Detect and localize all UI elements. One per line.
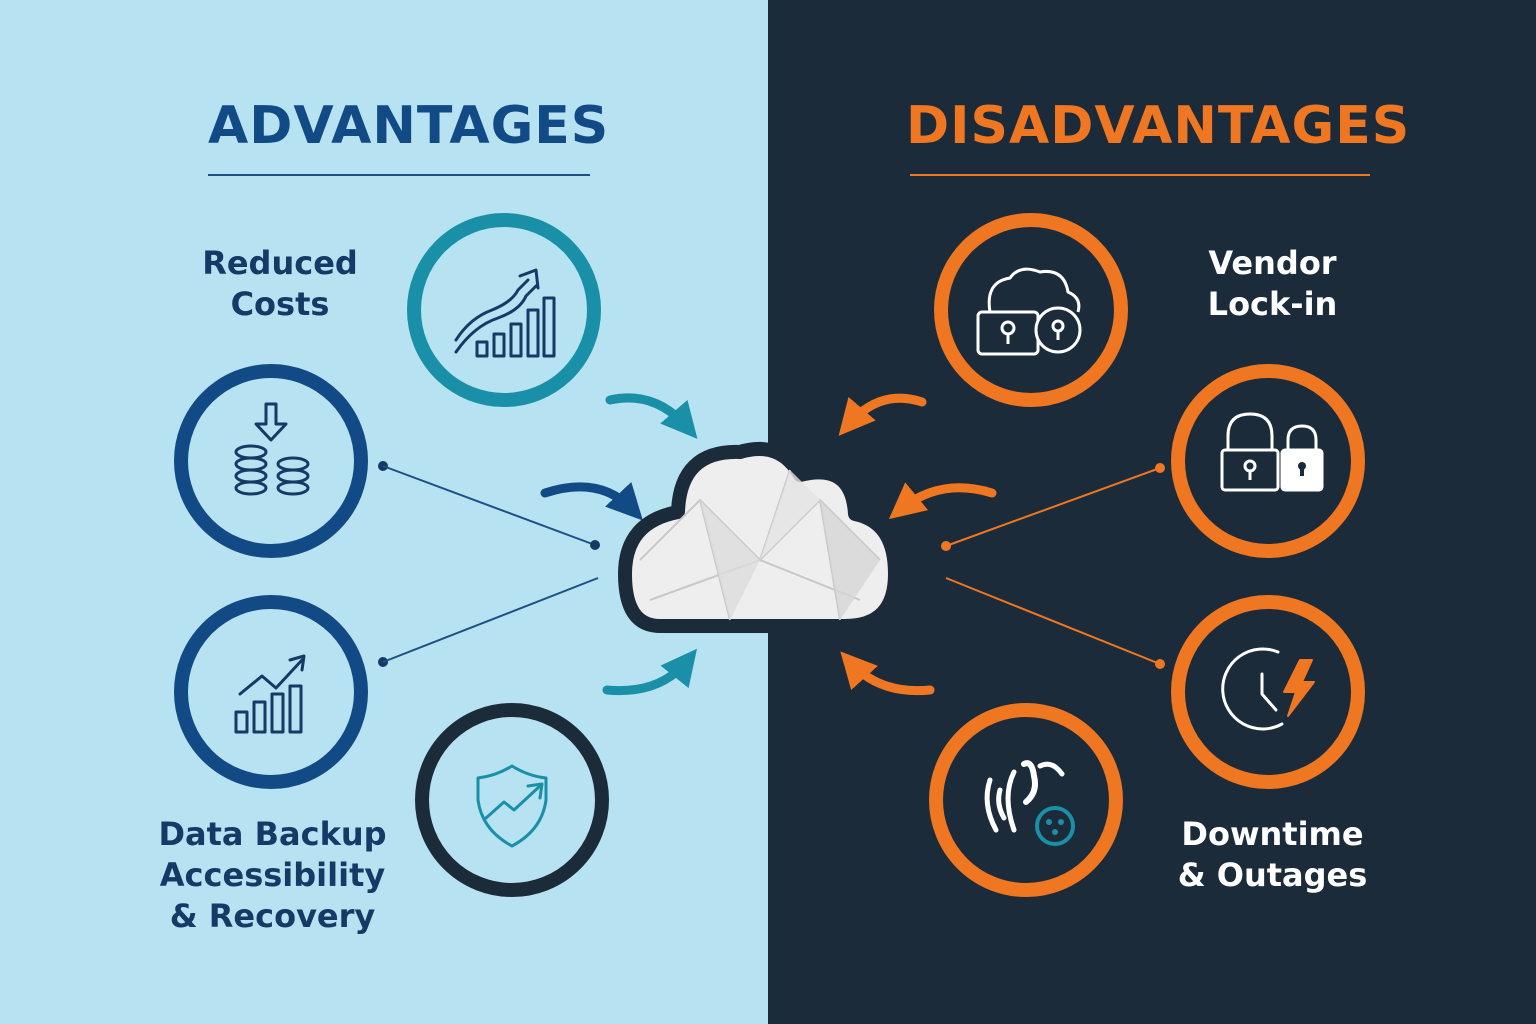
adv-connector-bottom: [378, 577, 599, 667]
dis-arrow-2: [888, 482, 997, 520]
clock-lightning-icon: [1221, 647, 1315, 731]
advantages-heading: ADVANTAGES: [208, 96, 610, 156]
shield-trend-circle: [415, 703, 609, 897]
adv-arrow-2: [540, 481, 643, 521]
dis-connector-bottom: [945, 577, 1165, 669]
disadvantages-divider: [910, 174, 1370, 176]
broken-signal-icon: [984, 760, 1075, 846]
disadvantages-heading: DISADVANTAGES: [906, 96, 1411, 156]
broken-signal-circle: [929, 703, 1123, 897]
growth-chart-circle: [407, 213, 601, 407]
clock-lightning-circle: [1171, 595, 1365, 789]
coins-down-icon: [234, 402, 310, 496]
padlocks-circle: [1171, 364, 1365, 558]
shield-trend-icon: [476, 764, 548, 848]
padlocks-icon: [1220, 412, 1324, 492]
dis-arrow-1: [838, 393, 927, 436]
downtime-outages-label: Downtime & Outages: [1177, 815, 1368, 894]
bar-chart-up-icon: [234, 654, 306, 734]
cloud-locks-circle: [934, 213, 1128, 407]
dis-connector-top: [941, 463, 1165, 551]
adv-arrow-1: [605, 393, 698, 439]
reduced-costs-label: Reduced Costs: [202, 244, 358, 323]
adv-connector-top: [378, 461, 600, 550]
bar-chart-up-circle: [174, 595, 368, 789]
data-backup-label: Data Backup Accessibility & Recovery: [158, 815, 387, 935]
vendor-lock-in-label: Vendor Lock-in: [1207, 244, 1338, 323]
adv-arrow-3: [602, 648, 698, 696]
cloud-icon: [618, 441, 902, 633]
growth-chart-icon: [454, 268, 556, 358]
dis-arrow-3: [840, 651, 935, 696]
advantages-divider: [208, 174, 590, 176]
coins-down-circle: [174, 364, 368, 558]
cloud-locks-icon: [976, 267, 1082, 356]
